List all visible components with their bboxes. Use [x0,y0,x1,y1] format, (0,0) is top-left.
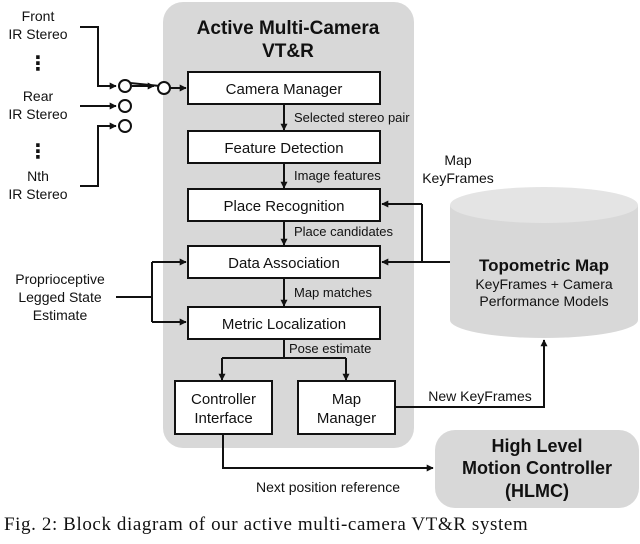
switch-pivot [157,81,171,95]
figure-caption: Fig. 2: Block diagram of our active mult… [4,514,529,535]
feature-detection-label: Feature Detection [224,140,343,157]
topometric-map-line2: Performance Models [479,293,608,309]
map-matches-label: Map matches [294,285,373,300]
controller-interface-label-line2: Interface [194,410,252,427]
controller-interface-block [174,380,273,435]
proprioceptive-arrows [116,258,187,326]
map-keyframes-arrows [381,200,450,266]
place-recognition-label: Place Recognition [224,198,345,215]
pipeline-arrows [218,104,350,381]
hlmc-title-line3: (HLMC) [505,481,569,501]
map-manager-label-line2: Manager [317,410,376,427]
controller-interface-label-line1: Controller [191,391,256,408]
ellipsis-icon-top: ⋮ [28,53,48,75]
rear-camera-label-line1: Rear [23,88,54,104]
map-keyframes-label-line2: KeyFrames [422,170,494,186]
new-keyframes-label: New KeyFrames [428,388,531,404]
camera-manager-label: Camera Manager [226,81,343,98]
image-features-label: Image features [294,168,381,183]
place-candidates-label: Place candidates [294,224,394,239]
nth-camera-label-line2: IR Stereo [8,186,67,202]
front-camera-label-line2: IR Stereo [8,26,67,42]
front-camera-label-line1: Front [22,8,55,24]
metric-localization-label: Metric Localization [222,316,346,333]
panel-title-line2: VT&R [262,41,314,62]
nth-camera-label-line1: Nth [27,168,49,184]
topometric-map-title: Topometric Map [479,256,609,275]
ellipsis-icon-bottom: ⋮ [28,141,48,163]
feature-detection-block [187,130,381,164]
next-position-reference-label: Next position reference [256,479,400,495]
place-recognition-block [187,188,381,222]
hlmc-panel [435,430,639,508]
switch-contact-rear [118,99,132,113]
hlmc-title-line1: High Level [491,436,582,456]
metric-localization-block [187,306,381,340]
map-keyframes-label-line1: Map [444,152,471,168]
pose-estimate-label: Pose estimate [289,341,371,356]
switch-contacts [118,79,171,133]
selected-stereo-pair-label: Selected stereo pair [294,110,410,125]
data-association-block [187,245,381,279]
switch-contact-nth [118,119,132,133]
data-association-label: Data Association [228,255,340,272]
map-manager-label-line1: Map [332,391,361,408]
proprioceptive-label-line3: Estimate [33,307,88,323]
next-position-reference-arrow [222,434,434,472]
proprioceptive-label-line2: Legged State [18,289,102,305]
camera-switch-wiring [80,26,161,187]
rear-camera-label-line2: IR Stereo [8,106,67,122]
topometric-map-cylinder [450,187,638,338]
proprioceptive-label-line1: Proprioceptive [15,271,105,287]
panel-title-line1: Active Multi-Camera [197,18,380,39]
topometric-map-line1: KeyFrames + Camera [475,276,613,292]
switch-contact-front [118,79,132,93]
new-keyframes-arrow [395,339,548,408]
hlmc-title-line2: Motion Controller [462,458,612,478]
